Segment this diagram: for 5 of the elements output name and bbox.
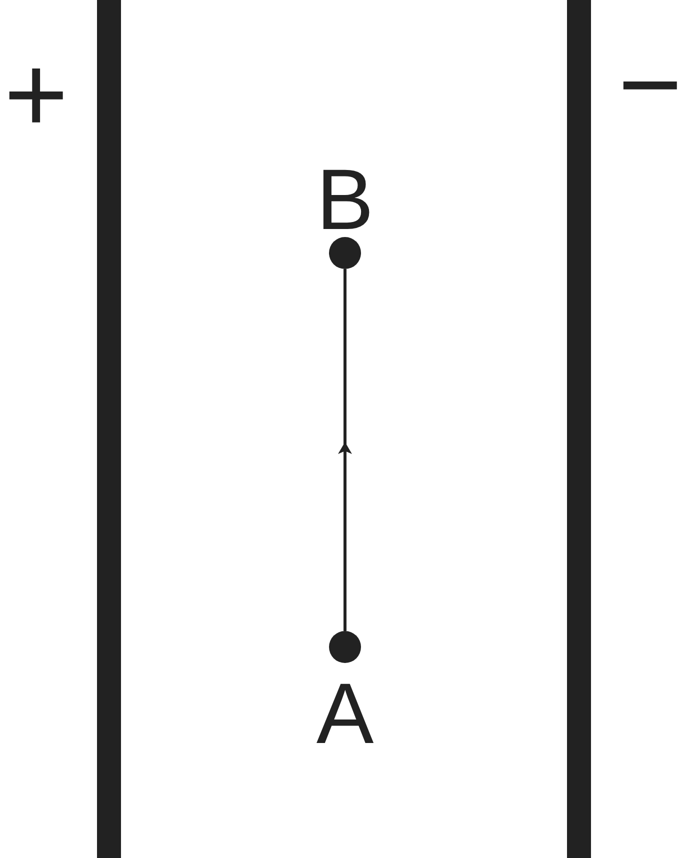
charge-sign: + xyxy=(4,40,68,150)
arrow xyxy=(338,269,352,631)
charge-sign: − xyxy=(618,30,681,140)
point-label: A xyxy=(315,671,375,757)
point-label: B xyxy=(315,157,375,243)
